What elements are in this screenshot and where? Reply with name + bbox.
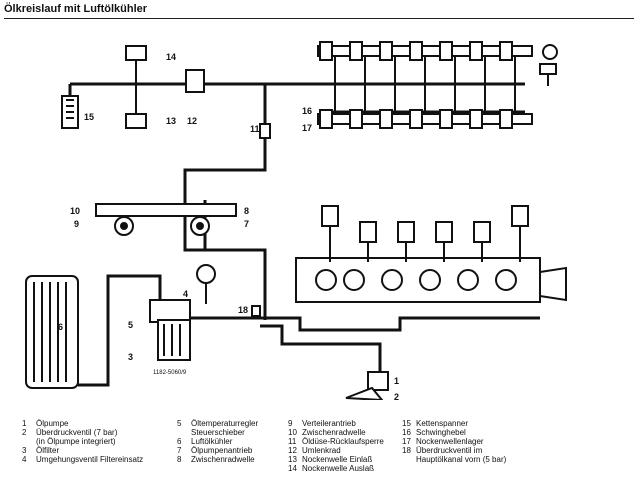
legend-item: Hauptölkanal vorn (5 bar) xyxy=(416,454,507,464)
valve-rocker-icon xyxy=(539,44,558,86)
oil-circuit-diagram: 14 15 13 12 11 16 17 10 9 8 7 4 18 6 5 3… xyxy=(25,41,567,400)
callout-10: 10 xyxy=(70,206,80,216)
callout-4: 4 xyxy=(183,289,188,299)
callout-2: 2 xyxy=(394,392,399,400)
callout-14: 14 xyxy=(166,52,176,62)
callout-7: 7 xyxy=(244,219,249,229)
callout-11: 11 xyxy=(250,124,260,134)
part-code: 1182-5060/9 xyxy=(153,370,187,376)
callout-9: 9 xyxy=(74,219,79,229)
chain-tensioner-15 xyxy=(61,95,79,129)
cooler-return-line xyxy=(78,274,162,387)
return-to-pump-line xyxy=(260,324,382,372)
oil-filter-pump-assembly xyxy=(149,264,216,361)
title-underline xyxy=(4,18,634,19)
camshafts-16-17 xyxy=(317,41,533,129)
callout-18: 18 xyxy=(238,305,248,315)
pressure-valve-18 xyxy=(251,305,261,317)
callout-16: 16 xyxy=(302,106,312,116)
oil-cooler-6 xyxy=(25,275,79,389)
check-valve-11 xyxy=(259,123,271,139)
diagram-title: Ölkreislauf mit Luftölkühler xyxy=(4,3,148,15)
callout-17: 17 xyxy=(302,123,312,133)
feed-line-to-crank xyxy=(190,316,540,332)
oil-pump-1-2 xyxy=(345,371,389,400)
callout-6: 6 xyxy=(58,322,63,332)
legend-item: (in Ölpumpe integriert) xyxy=(36,436,116,446)
legend-item: Steuerschieber xyxy=(191,427,245,437)
callout-15: 15 xyxy=(84,112,94,122)
callout-8: 8 xyxy=(244,206,249,216)
callout-12: 12 xyxy=(187,116,197,126)
crankshaft-block xyxy=(295,205,567,303)
callout-5: 5 xyxy=(128,320,133,330)
intermediate-shaft-8-10 xyxy=(95,203,237,236)
shaft-14-13 xyxy=(125,45,205,129)
callout-1: 1 xyxy=(394,376,399,386)
callout-3: 3 xyxy=(128,352,133,362)
callout-13: 13 xyxy=(166,116,176,126)
